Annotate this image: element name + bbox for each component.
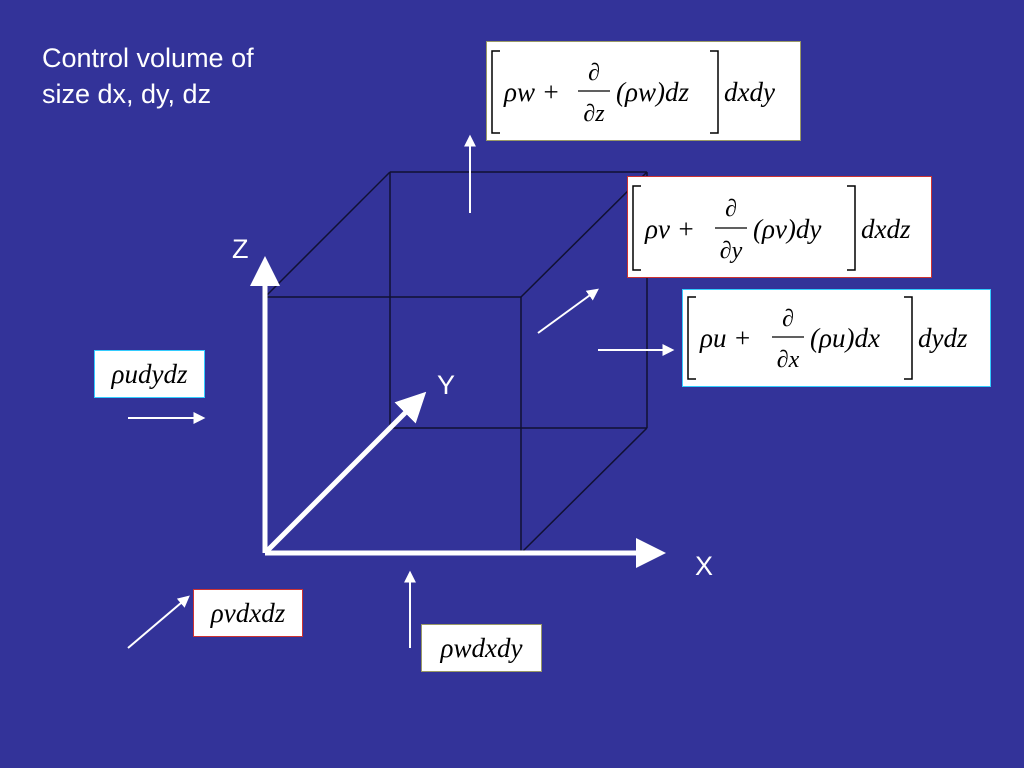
outflow-x-equation: ρu + ∂ ∂x (ρu)dx dydz [687,296,968,380]
cube-edge-top-left-diagonal [264,171,391,298]
y-axis-label: Y [437,370,456,400]
outflow-x-partial-top: ∂ [782,306,794,332]
inflow-z-box: ρwdxdy [421,624,542,672]
z-axis-label: Z [232,234,249,264]
outflow-z-area: dxdy [724,77,775,107]
outflow-x-partial-bottom: ∂x [777,347,800,373]
outflow-y-box: ρv + ∂ ∂y (ρv)dy dxdz [627,176,932,278]
axes [250,256,666,568]
outflow-z-equation: ρw + ∂ ∂z (ρw)dz dxdy [491,50,775,134]
outflow-z-partial-top: ∂ [588,60,600,86]
outflow-x-area: dydz [918,323,968,353]
outflow-z-rho-var: ρw + [503,77,560,107]
inflow-y-term: ρvdxdz [210,597,286,628]
outflow-z-partial-bottom: ∂z [583,101,605,127]
title-line-1: Control volume of [42,43,254,73]
outflow-y-rho-var: ρv + [644,214,695,244]
inflow-y-arrow [127,595,190,649]
inflow-x-term: ρudydz [111,358,188,389]
title-line-2: size dx, dy, dz [42,79,212,109]
cube [264,171,648,554]
outflow-y-partial-bottom: ∂y [720,238,743,264]
x-axis-label: X [695,551,714,581]
cube-edge-top-right-diagonal [520,171,648,298]
outflow-y-arrow [537,288,599,334]
outflow-y-product: (ρv)dy [753,214,821,244]
inflow-y-box: ρvdxdz [193,589,303,637]
outflow-y-partial-top: ∂ [725,196,737,222]
outflow-x-box: ρu + ∂ ∂x (ρu)dx dydz [682,289,991,387]
outflow-y-equation: ρv + ∂ ∂y (ρv)dy dxdz [632,185,911,271]
flux-arrows [127,134,675,649]
outflow-x-rho-var: ρu + [699,323,751,353]
cube-edge-bottom-right-diagonal [520,427,648,554]
inflow-z-term: ρwdxdy [440,632,523,663]
inflow-x-box: ρudydz [94,350,205,398]
slide-title: Control volume of size dx, dy, dz [42,40,254,112]
outflow-z-product: (ρw)dz [616,77,689,107]
outflow-z-box: ρw + ∂ ∂z (ρw)dz dxdy [486,41,801,141]
outflow-y-area: dxdz [861,214,911,244]
y-axis [263,391,427,555]
outflow-x-product: (ρu)dx [810,323,880,353]
